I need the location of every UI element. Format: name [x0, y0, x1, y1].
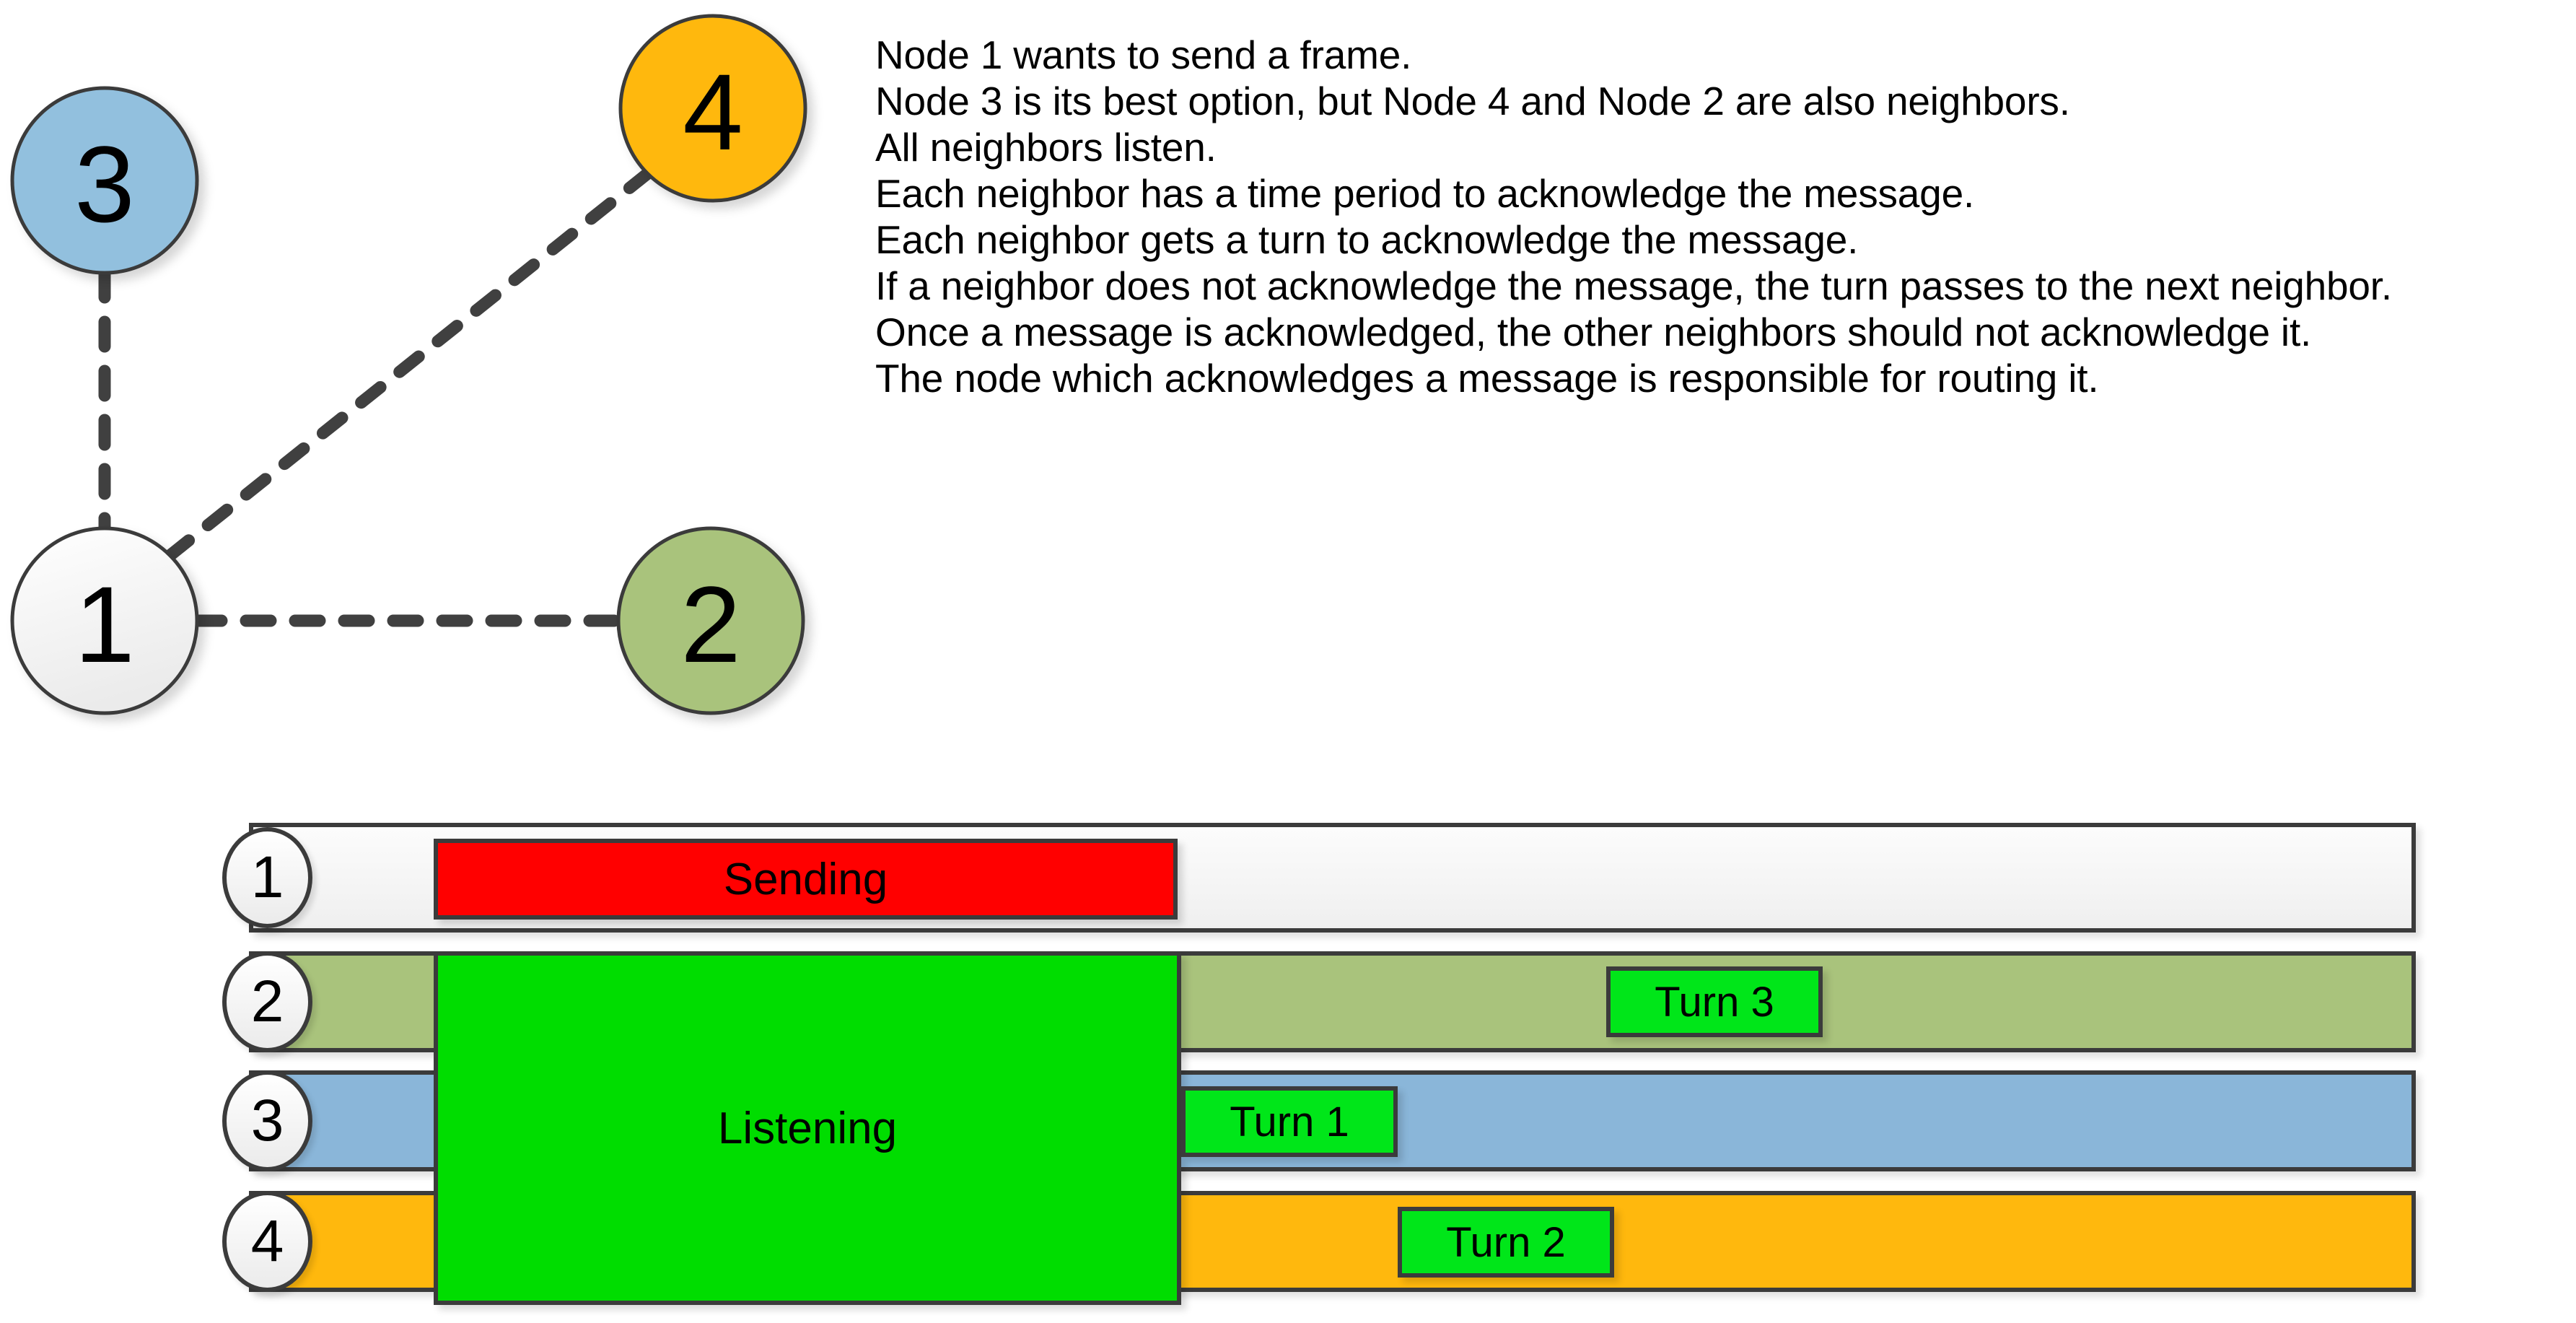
- node-2-label: 2: [680, 564, 740, 685]
- description-line-6: If a neighbor does not acknowledge the m…: [875, 263, 2392, 308]
- bar-turn-3-label: Turn 3: [1655, 978, 1774, 1026]
- graph-node-4[interactable]: 4: [618, 14, 807, 203]
- bar-turn-3[interactable]: Turn 3: [1606, 966, 1823, 1037]
- node-1-circle: [10, 526, 199, 715]
- description-line-5: Each neighbor gets a turn to acknowledge…: [875, 217, 1859, 262]
- node-3-circle: [10, 86, 199, 275]
- node-3-label: 3: [74, 123, 134, 245]
- description-line-7: Once a message is acknowledged, the othe…: [875, 310, 2312, 354]
- node-2-circle: [616, 526, 805, 715]
- timeline-badge-node-3: 3: [222, 1070, 312, 1171]
- graph-node-3[interactable]: 3: [10, 86, 199, 275]
- timeline-badge-node-4: 4: [222, 1191, 312, 1292]
- bar-turn-1-label: Turn 1: [1230, 1098, 1349, 1145]
- description-line-8: The node which acknowledges a message is…: [875, 356, 2099, 401]
- timeline-badge-node-2-label: 2: [250, 969, 284, 1034]
- bar-turn-1[interactable]: Turn 1: [1181, 1086, 1398, 1157]
- bar-sending[interactable]: Sending: [434, 839, 1178, 920]
- graph-node-1[interactable]: 1: [10, 526, 199, 715]
- bar-listening[interactable]: Listening: [434, 951, 1181, 1305]
- description-block: Node 1 wants to send a frame. Node 3 is …: [875, 32, 2571, 401]
- node-4-label: 4: [683, 51, 742, 173]
- node-4-circle: [618, 14, 807, 203]
- description-line-2: Node 3 is its best option, but Node 4 an…: [875, 79, 2070, 123]
- timeline-badge-node-3-label: 3: [250, 1088, 284, 1153]
- bar-listening-label: Listening: [717, 1103, 898, 1153]
- network-graph: 3 4 1 2: [10, 14, 807, 715]
- description-line-3: All neighbors listen.: [875, 125, 1217, 170]
- description-line-4: Each neighbor has a time period to ackno…: [875, 171, 1975, 216]
- node-1-label: 1: [74, 564, 134, 685]
- bar-turn-2[interactable]: Turn 2: [1398, 1207, 1614, 1278]
- graph-node-2[interactable]: 2: [616, 526, 805, 715]
- timeline-badge-node-1-label: 1: [250, 844, 284, 910]
- description-line-1: Node 1 wants to send a frame.: [875, 32, 1412, 77]
- timeline-badge-node-1: 1: [222, 827, 312, 928]
- timeline-badge-node-4-label: 4: [250, 1208, 284, 1274]
- bar-turn-2-label: Turn 2: [1446, 1218, 1566, 1266]
- timeline-badge-node-2: 2: [222, 951, 312, 1052]
- bar-sending-label: Sending: [723, 854, 888, 904]
- edge-node1-node4: [163, 167, 654, 562]
